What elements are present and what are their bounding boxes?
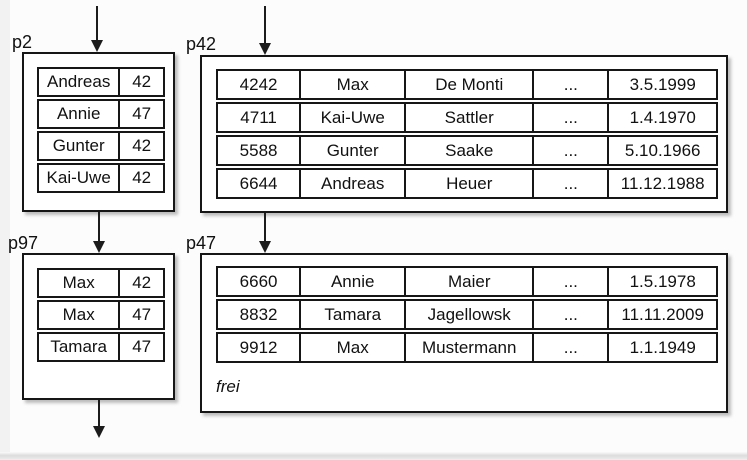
arrow-head-icon (259, 43, 271, 55)
arrow-head-icon (93, 241, 105, 253)
date-cell: 11.12.1988 (607, 170, 716, 197)
data-record: 5588 Gunter Saake ... 5.10.1966 (216, 135, 718, 166)
date-cell: 5.10.1966 (607, 137, 716, 164)
ellipsis-cell: ... (532, 71, 607, 98)
record-list-p97: Max 42 Max 47 Tamara 47 (37, 268, 165, 364)
data-record: 6660 Annie Maier ... 1.5.1978 (216, 266, 718, 297)
firstname-cell: Max (299, 334, 404, 361)
lastname-cell: Mustermann (404, 334, 532, 361)
index-record: Annie 47 (37, 99, 165, 129)
arrow-into-p42 (258, 6, 272, 55)
record-list-p42: 4242 Max De Monti ... 3.5.1999 4711 Kai-… (216, 69, 718, 201)
key-cell: Gunter (52, 136, 105, 155)
index-record: Kai-Uwe 42 (37, 163, 165, 193)
date-cell: 1.1.1949 (607, 334, 716, 361)
index-record: Tamara 47 (37, 332, 165, 362)
record-list-p47: 6660 Annie Maier ... 1.5.1978 8832 Tamar… (216, 266, 718, 365)
arrow-shaft (96, 6, 98, 42)
arrow-p2-to-p97 (92, 212, 106, 253)
record-list-p2: Andreas 42 Annie 47 Gunter 42 Kai-Uwe 42 (37, 67, 165, 195)
firstname-cell: Kai-Uwe (299, 104, 404, 131)
lastname-cell: De Monti (404, 71, 532, 98)
data-record: 8832 Tamara Jagellowsk ... 11.11.2009 (216, 299, 718, 330)
key-cell: Max (62, 305, 95, 324)
page-label-p2: p2 (12, 32, 33, 52)
ellipsis-cell: ... (532, 301, 607, 328)
firstname-cell: Annie (299, 268, 404, 295)
lastname-cell: Saake (404, 137, 532, 164)
firstname-cell: Tamara (299, 301, 404, 328)
ellipsis-cell: ... (532, 334, 607, 361)
date-cell: 3.5.1999 (607, 71, 716, 98)
page-label-p42: p42 (186, 34, 217, 54)
page-ref-cell: 42 (118, 133, 163, 159)
lastname-cell: Maier (404, 268, 532, 295)
id-cell: 6644 (239, 173, 278, 193)
id-cell: 4711 (240, 107, 277, 127)
date-cell: 11.11.2009 (607, 301, 716, 328)
id-cell: 4242 (239, 74, 278, 94)
arrow-head-icon (91, 40, 103, 52)
data-record: 9912 Max Mustermann ... 1.1.1949 (216, 332, 718, 363)
key-cell: Kai-Uwe (46, 168, 111, 187)
data-record: 6644 Andreas Heuer ... 11.12.1988 (216, 168, 718, 199)
arrow-into-p2 (90, 6, 104, 52)
lastname-cell: Heuer (404, 170, 532, 197)
id-cell: 5588 (239, 140, 278, 160)
arrow-p42-to-p47 (258, 213, 272, 253)
ellipsis-cell: ... (532, 137, 607, 164)
page-ref-cell: 47 (118, 334, 163, 360)
ellipsis-cell: ... (532, 268, 607, 295)
free-space-label: frei (216, 377, 240, 396)
page-label-p97: p97 (8, 233, 39, 253)
data-record: 4242 Max De Monti ... 3.5.1999 (216, 69, 718, 100)
page-ref-cell: 47 (118, 302, 163, 328)
index-record: Max 47 (37, 300, 165, 330)
page-box-p47: 6660 Annie Maier ... 1.5.1978 8832 Tamar… (200, 253, 728, 413)
lastname-cell: Sattler (404, 104, 532, 131)
arrow-head-icon (259, 241, 271, 253)
index-record: Andreas 42 (37, 67, 165, 97)
page-box-p97: Max 42 Max 47 Tamara 47 (22, 253, 175, 400)
arrow-out-of-p97 (92, 400, 106, 438)
firstname-cell: Max (299, 71, 404, 98)
ellipsis-cell: ... (532, 170, 607, 197)
date-cell: 1.4.1970 (607, 104, 716, 131)
id-cell: 9912 (239, 337, 278, 357)
arrow-shaft (264, 6, 266, 45)
index-record: Gunter 42 (37, 131, 165, 161)
page-ref-cell: 42 (118, 69, 163, 95)
page-box-p2: Andreas 42 Annie 47 Gunter 42 Kai-Uwe 42 (22, 52, 175, 212)
page-ref-cell: 42 (118, 270, 163, 296)
id-cell: 8832 (239, 304, 278, 324)
firstname-cell: Gunter (299, 137, 404, 164)
page-ref-cell: 47 (118, 101, 163, 127)
index-record: Max 42 (37, 268, 165, 298)
arrow-head-icon (93, 426, 105, 438)
firstname-cell: Andreas (299, 170, 404, 197)
key-cell: Tamara (50, 337, 108, 356)
arrow-shaft (98, 212, 100, 243)
page-label-p47: p47 (186, 233, 217, 253)
key-cell: Andreas (47, 72, 111, 91)
page-ref-cell: 42 (118, 165, 163, 191)
slide-left-edge (0, 0, 10, 460)
slide-bottom-edge (0, 452, 747, 460)
ellipsis-cell: ... (532, 104, 607, 131)
key-cell: Annie (56, 104, 101, 123)
id-cell: 6660 (239, 271, 278, 291)
date-cell: 1.5.1978 (607, 268, 716, 295)
arrow-shaft (264, 213, 266, 243)
lastname-cell: Jagellowsk (404, 301, 532, 328)
key-cell: Max (62, 273, 95, 292)
data-record: 4711 Kai-Uwe Sattler ... 1.4.1970 (216, 102, 718, 133)
arrow-shaft (98, 400, 100, 428)
page-box-p42: 4242 Max De Monti ... 3.5.1999 4711 Kai-… (200, 55, 728, 213)
